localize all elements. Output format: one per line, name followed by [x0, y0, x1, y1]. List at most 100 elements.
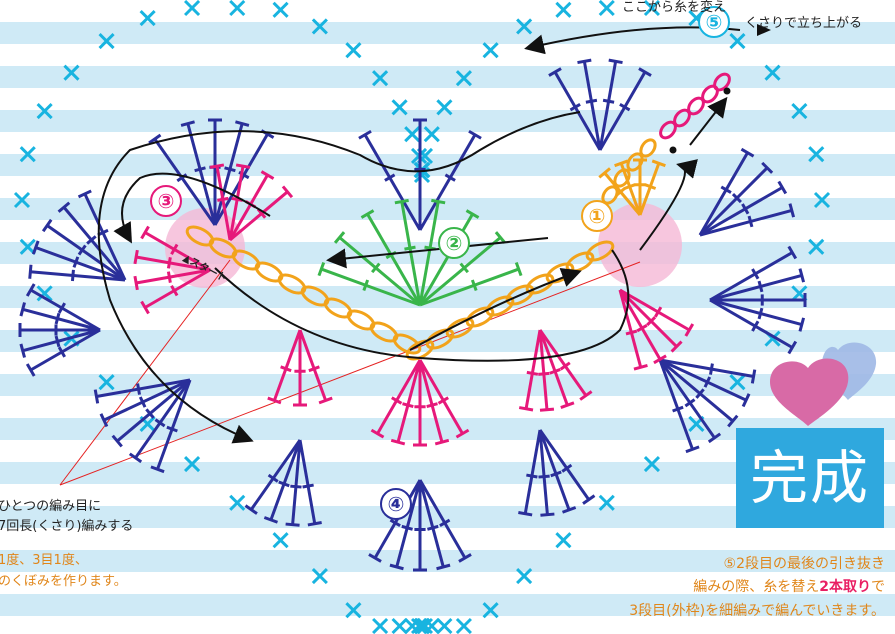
- dc-fan: [28, 189, 127, 282]
- chain-oval: [323, 297, 353, 319]
- outer-sc-mark: [482, 602, 499, 619]
- outer-sc-mark: [598, 494, 615, 511]
- outer-sc-mark: [13, 191, 31, 209]
- chain-oval: [346, 309, 376, 331]
- outer-sc-mark: [455, 70, 472, 87]
- top-note-line1: ここから糸を変え: [622, 0, 727, 15]
- outer-sc-mark: [36, 102, 53, 120]
- dc-fan: [358, 118, 482, 231]
- outer-sc-mark: [516, 18, 533, 35]
- dc-fan: [93, 378, 192, 474]
- outer-sc-mark: [598, 0, 615, 17]
- outer-sc-mark: [404, 617, 421, 634]
- chain-oval: [525, 273, 555, 295]
- finished-heart-photo: [770, 342, 877, 426]
- chain-oval: [425, 328, 455, 350]
- finished-label: 完成: [736, 428, 884, 528]
- outer-sc-mark: [63, 64, 80, 81]
- outer-sc-mark: [404, 126, 421, 143]
- dc-fan: [518, 329, 593, 412]
- dc-fan: [658, 358, 757, 454]
- outer-sc-mark: [813, 191, 831, 209]
- right-note-line2: 編みの際、糸を替え2本取りで: [693, 579, 885, 595]
- outer-sc-mark: [139, 9, 156, 27]
- outer-sc-mark: [416, 617, 434, 634]
- dc-fan: [267, 329, 333, 407]
- outer-sc-mark: [391, 617, 408, 634]
- outer-sc-mark: [555, 532, 572, 549]
- outer-sc-mark: [36, 285, 53, 302]
- outer-sc-mark: [410, 617, 428, 634]
- outer-sc-mark: [311, 568, 328, 585]
- dc-fan: [209, 163, 294, 242]
- dc-fan: [133, 225, 211, 315]
- step-1-badge: ①: [581, 200, 613, 232]
- outer-sc-mark: [391, 99, 408, 116]
- outer-sc-mark: [184, 456, 201, 473]
- outer-sc-mark: [98, 32, 115, 50]
- highlight-left: [165, 208, 245, 288]
- outer-sc-mark: [272, 1, 289, 18]
- dc-fan: [709, 245, 807, 355]
- left-note-line1: ひとつの編み目に: [0, 499, 102, 514]
- outer-sc-mark: [372, 617, 389, 634]
- chain-oval: [254, 261, 284, 283]
- top-right-arrowhead: [757, 24, 771, 36]
- chain-oval: [231, 249, 261, 271]
- outer-sc-mark: [764, 64, 781, 81]
- outer-sc-mark: [184, 0, 201, 17]
- chain-oval: [639, 138, 657, 158]
- chain-oval: [613, 168, 631, 188]
- stitch-fans: [18, 58, 807, 572]
- dc-fan: [518, 429, 596, 517]
- outer-sc-mark: [643, 0, 660, 17]
- left-note-line3: 1度、3目1度、: [0, 553, 88, 568]
- outer-sc-mark: [729, 374, 746, 391]
- dc-fan: [548, 58, 652, 151]
- outer-ring-stitches: [13, 0, 831, 634]
- highlight-right: [598, 203, 682, 287]
- outer-sc-mark: [311, 18, 328, 35]
- step-3-badge: ③: [150, 185, 182, 217]
- outer-sc-mark: [455, 617, 472, 634]
- five-chain-column: [659, 72, 731, 154]
- chain-oval: [565, 251, 595, 273]
- dc-fan: [618, 288, 695, 371]
- chain-oval: [369, 321, 399, 343]
- outer-sc-mark: [229, 494, 246, 511]
- outer-sc-mark: [808, 238, 825, 255]
- dc-fan: [18, 283, 101, 377]
- outer-sc-mark: [423, 126, 440, 143]
- step-2-badge: ②: [438, 227, 470, 259]
- dc-fan: [698, 147, 796, 237]
- chain-oval: [585, 240, 615, 262]
- outer-sc-mark: [808, 146, 825, 163]
- chain-oval: [185, 225, 215, 247]
- guide-line-2: [59, 261, 641, 486]
- outer-sc-mark: [482, 42, 499, 59]
- chain-oval: [485, 295, 515, 317]
- dc-fan: [244, 439, 322, 527]
- step-4-badge: ④: [380, 488, 412, 520]
- outer-sc-mark: [345, 42, 362, 59]
- outer-sc-mark: [272, 532, 289, 549]
- chain-oval: [465, 306, 495, 328]
- chain-oval: [626, 152, 644, 172]
- left-note-line2: 7回長(くさり)編みする: [0, 519, 134, 534]
- step-5-badge: ⑤: [698, 6, 730, 38]
- right-note-line1: ⑤2段目の最後の引き抜き: [723, 556, 885, 572]
- chain-oval: [392, 333, 422, 355]
- outer-sc-mark: [516, 568, 533, 585]
- outer-sc-mark: [19, 238, 36, 255]
- outer-sc-mark: [436, 99, 453, 116]
- outer-sc-mark: [98, 374, 115, 391]
- chain-oval: [277, 273, 307, 295]
- right-note-line3: 3段目(外枠)を細編みで編んでいきます。: [629, 603, 885, 619]
- outer-sc-mark: [229, 0, 246, 17]
- outer-sc-mark: [791, 102, 808, 120]
- outer-sc-mark: [729, 32, 746, 50]
- top-note-line2: くさりで立ち上がる: [745, 16, 863, 31]
- dc-fan: [370, 359, 470, 447]
- outer-sc-mark: [643, 456, 660, 473]
